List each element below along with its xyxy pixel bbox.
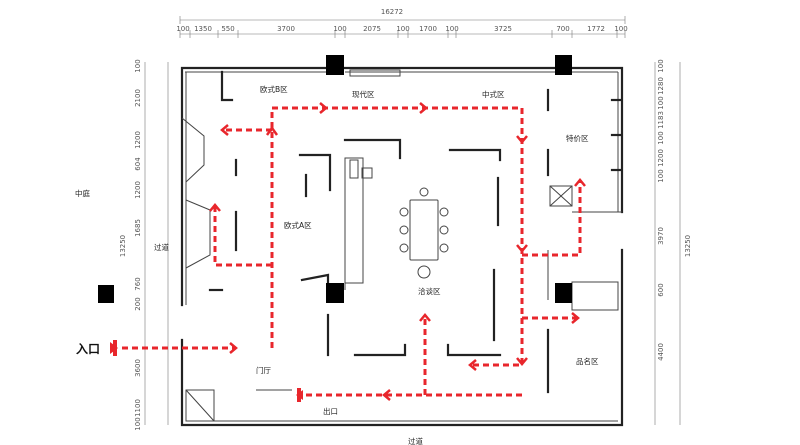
- svg-text:700: 700: [556, 25, 569, 33]
- visitor-route: [110, 102, 586, 402]
- column-courtyard: [98, 285, 114, 303]
- svg-text:100: 100: [614, 25, 627, 33]
- svg-text:1685: 1685: [134, 219, 142, 237]
- label-euro-a: 欧式A区: [284, 220, 312, 230]
- svg-text:1100: 1100: [134, 399, 142, 417]
- top-dimension-total: 16272: [179, 8, 626, 24]
- label-foyer: 门厅: [256, 366, 271, 375]
- svg-text:200: 200: [134, 297, 142, 310]
- svg-text:550: 550: [221, 25, 234, 33]
- svg-text:3700: 3700: [277, 25, 295, 33]
- top-dimension-segments: 100 1350 550 3700 100 2075 100 1700 100 …: [176, 25, 628, 38]
- svg-text:100: 100: [657, 59, 665, 72]
- svg-text:100: 100: [657, 96, 665, 109]
- left-dimension-segments: 100 2100 1200 604 1200 1685 13250 760 20…: [119, 59, 169, 431]
- label-negotiation: 洽谈区: [418, 286, 441, 296]
- svg-text:100: 100: [333, 25, 346, 33]
- svg-text:4400: 4400: [657, 343, 665, 361]
- svg-text:100: 100: [176, 25, 189, 33]
- right-dimension-segments: 100 1280 100 1183 100 1200 100 3970 600 …: [654, 59, 692, 425]
- label-exit: 出口: [323, 406, 338, 416]
- label-special: 特价区: [566, 133, 589, 143]
- svg-text:100: 100: [134, 59, 142, 72]
- svg-text:604: 604: [134, 157, 142, 171]
- label-euro-b: 欧式B区: [260, 84, 288, 94]
- label-chinese: 中式区: [482, 89, 505, 99]
- negotiation-table: [349, 159, 449, 279]
- svg-text:2075: 2075: [363, 25, 381, 33]
- svg-text:1200: 1200: [134, 131, 142, 149]
- column-top-1: [326, 55, 344, 75]
- svg-text:100: 100: [657, 169, 665, 182]
- svg-text:13250: 13250: [684, 235, 692, 257]
- column-mid-2: [555, 283, 572, 303]
- label-brand: 品名区: [576, 356, 599, 366]
- outer-walls: [180, 66, 624, 427]
- svg-text:1200: 1200: [134, 181, 142, 199]
- svg-text:600: 600: [657, 283, 665, 296]
- svg-text:2100: 2100: [134, 89, 142, 107]
- svg-text:100: 100: [396, 25, 409, 33]
- label-modern: 现代区: [352, 89, 375, 99]
- svg-text:1200: 1200: [657, 149, 665, 167]
- svg-text:3725: 3725: [494, 25, 512, 33]
- svg-text:13250: 13250: [119, 235, 127, 257]
- svg-text:100: 100: [657, 131, 665, 144]
- label-corridor-left: 过道: [154, 242, 169, 252]
- columns: [98, 55, 572, 303]
- svg-text:100: 100: [134, 417, 142, 430]
- svg-text:1772: 1772: [587, 25, 605, 33]
- svg-text:3600: 3600: [134, 359, 142, 377]
- svg-text:100: 100: [445, 25, 458, 33]
- label-entrance: 入口: [76, 342, 100, 356]
- label-corridor-bottom: 过道: [408, 436, 423, 445]
- svg-text:760: 760: [134, 277, 142, 290]
- column-top-2: [555, 55, 572, 75]
- total-width-label: 16272: [381, 8, 403, 16]
- interior-walls: [181, 69, 622, 422]
- svg-text:1350: 1350: [194, 25, 212, 33]
- column-mid-1: [326, 283, 344, 303]
- svg-text:1700: 1700: [419, 25, 437, 33]
- svg-text:1280: 1280: [657, 77, 665, 95]
- svg-text:1183: 1183: [657, 111, 665, 129]
- label-courtyard: 中庭: [75, 188, 90, 198]
- area-labels: 中庭 过道 过道 入口 出口 门厅 欧式B区 现代区 中式区 特价区 欧式A区 …: [75, 84, 599, 445]
- svg-text:3970: 3970: [657, 227, 665, 245]
